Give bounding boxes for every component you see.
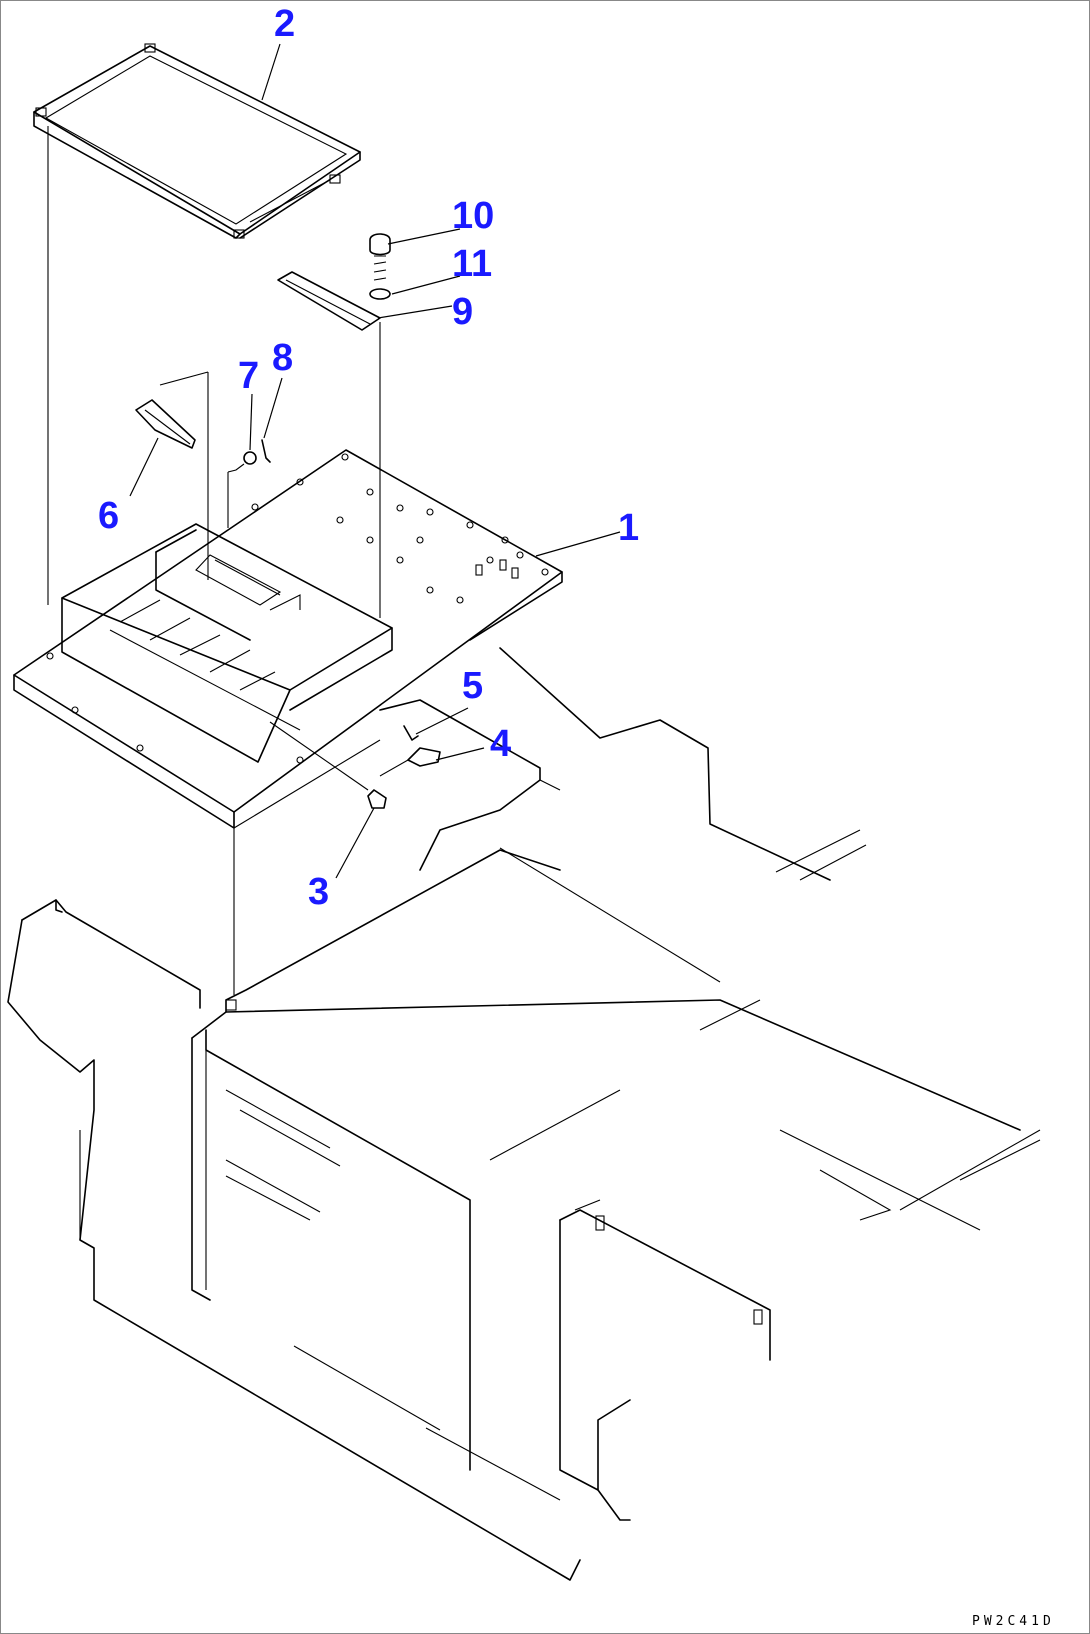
plate-holes — [46, 453, 549, 764]
callout-2: 2 — [274, 3, 295, 45]
callout-8: 8 — [272, 337, 293, 379]
callout-1: 1 — [618, 507, 639, 549]
part-8-pin — [261, 439, 271, 463]
part-10-bolt — [369, 233, 391, 281]
callout-3: 3 — [308, 871, 329, 913]
drawing-code: PW2C41D — [972, 1614, 1055, 1629]
part-4-striker — [379, 747, 441, 777]
callout-10: 10 — [452, 195, 494, 237]
part-3-latch — [269, 721, 387, 809]
callout-4: 4 — [490, 723, 511, 765]
part-7-clip — [227, 451, 257, 473]
callout-7: 7 — [238, 355, 259, 397]
callout-9: 9 — [452, 291, 473, 333]
part-2-cover — [33, 43, 361, 239]
assembly-guide-lines — [47, 126, 381, 995]
callout-11: 11 — [452, 243, 492, 285]
machine-body — [7, 647, 1041, 1581]
part-1-console — [13, 449, 563, 829]
part-9-bracket — [277, 271, 381, 331]
part-11-washer — [369, 288, 391, 300]
callout-5: 5 — [462, 665, 483, 707]
part-6-handle — [135, 399, 196, 449]
callout-6: 6 — [98, 495, 119, 537]
leader-lines — [129, 43, 621, 879]
part-5-spring — [403, 725, 419, 741]
callout-labels: 2 10 11 9 7 8 6 1 5 4 3 — [98, 3, 639, 913]
